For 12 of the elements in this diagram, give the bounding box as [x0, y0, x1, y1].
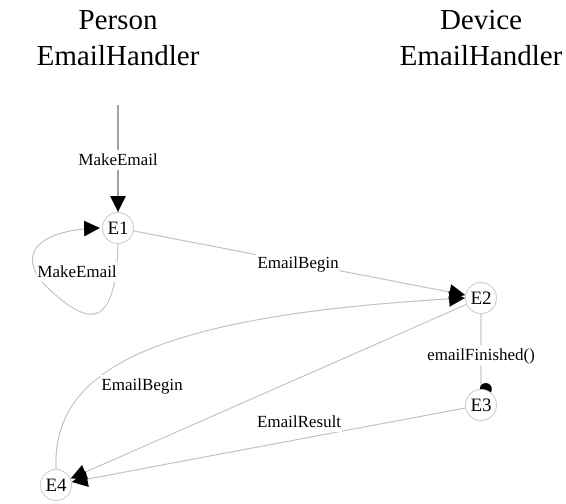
column-heading: Person EmailHandler — [36, 3, 200, 74]
column-heading: Device EmailHandler — [398, 3, 564, 74]
arrow — [32, 221, 118, 314]
edge-label: emailFinished() — [426, 345, 536, 365]
edge-label: MakeEmail — [77, 150, 159, 170]
arrow — [56, 291, 466, 470]
arrow — [71, 407, 466, 487]
edge-label: MakeEmail — [36, 262, 118, 282]
arrow — [70, 304, 467, 480]
edge-label: EmailResult — [256, 412, 342, 432]
edge-label: EmailBegin — [100, 375, 184, 395]
edge-label: EmailBegin — [256, 253, 340, 273]
